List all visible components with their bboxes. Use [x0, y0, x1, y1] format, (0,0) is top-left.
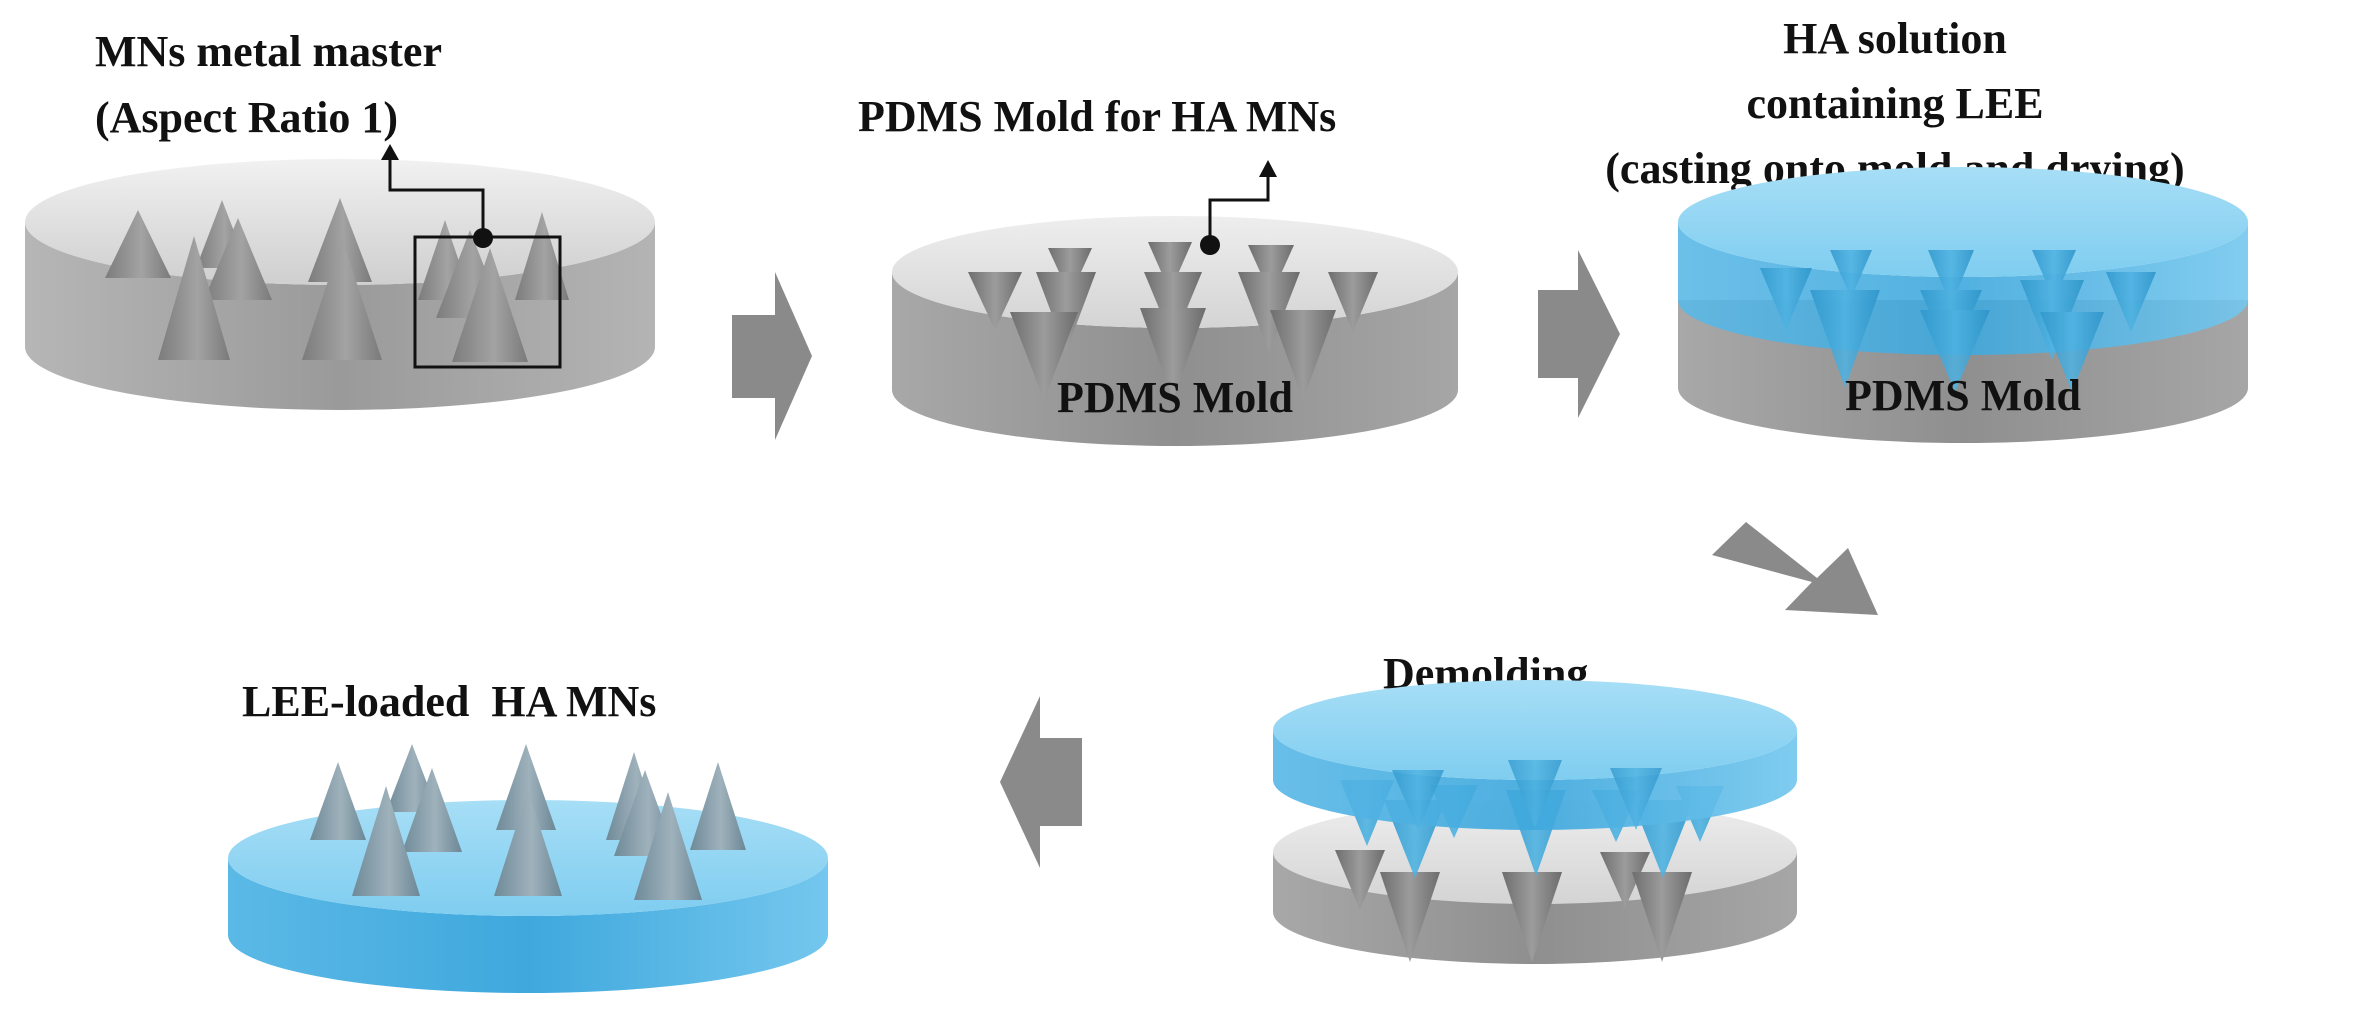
- filled-cavity: [1830, 250, 1872, 298]
- step-product: LEE-loaded HA MNs: [228, 677, 828, 993]
- filled-cavity: [1920, 310, 1990, 392]
- ha-layer-top: [1678, 167, 2248, 277]
- master-title-line2: (Aspect Ratio 1): [95, 93, 398, 142]
- ha-microneedle: [402, 768, 462, 852]
- casting-cavity-array: [1760, 250, 2156, 392]
- needle-cone: [302, 238, 382, 360]
- block-arrow-icon: [1000, 696, 1082, 868]
- product-needle-array: [310, 744, 746, 900]
- mold-cavity: [1140, 308, 1206, 400]
- mold-cavity: [1380, 872, 1440, 962]
- mold-cavity-array: [968, 242, 1378, 400]
- mold-cavity: [1632, 872, 1692, 962]
- step-ha-casting: HA solution containing LEE (casting onto…: [1605, 14, 2248, 443]
- step-pdms-mold: PDMS Mold for HA MNs PDMS Mold: [858, 92, 1458, 446]
- needle-cone: [158, 236, 230, 360]
- ha-microneedle: [690, 762, 746, 850]
- leader-line-icon: [1200, 160, 1277, 255]
- mold-cavity: [1600, 852, 1650, 908]
- mold-cavity: [1270, 310, 1336, 400]
- filled-cavity: [1928, 250, 1974, 306]
- mold-cavity: [1248, 245, 1294, 296]
- needle-cone: [105, 210, 171, 278]
- needle-cone: [308, 198, 372, 282]
- ha-needle: [1392, 770, 1444, 830]
- mold-cavity: [1010, 312, 1078, 400]
- mold-cavity: [1328, 272, 1378, 332]
- casting-title-line2: containing LEE: [1746, 79, 2043, 128]
- mold-cavity: [1148, 242, 1192, 292]
- mold-cavity: [1238, 272, 1300, 352]
- master-title-line1: MNs metal master: [95, 27, 442, 76]
- casting-base-label: PDMS Mold: [1845, 371, 2081, 420]
- ha-microneedle: [494, 790, 562, 896]
- ha-microneedle: [352, 786, 420, 896]
- product-title: LEE-loaded HA MNs: [242, 677, 656, 726]
- needle-cone: [452, 248, 528, 362]
- filled-cavity: [2106, 272, 2156, 332]
- ha-microneedle: [634, 792, 702, 900]
- ha-layer-side: [1678, 222, 2248, 355]
- filled-cavity: [2032, 250, 2076, 300]
- ha-microneedle: [310, 762, 366, 840]
- block-arrow-icon: [1538, 250, 1620, 418]
- casting-title-line1: HA solution: [1783, 14, 2007, 63]
- filled-cavity: [1760, 268, 1812, 330]
- mold-cavity: [1144, 272, 1202, 342]
- demold-ha-top: [1273, 680, 1797, 780]
- block-arrow-icon: [732, 272, 812, 440]
- mold-cavity: [1502, 872, 1562, 962]
- ha-microneedle: [496, 744, 556, 830]
- step-metal-master: MNs metal master (Aspect Ratio 1): [25, 27, 655, 410]
- leader-line-icon: [381, 144, 493, 248]
- demold-cavity-array: [1335, 850, 1692, 962]
- filled-cavity: [1810, 290, 1880, 388]
- needle-cone: [515, 212, 569, 300]
- demold-ha-needles-top: [1392, 760, 1662, 830]
- metal-needle-array: [105, 198, 569, 362]
- ha-needle: [1508, 760, 1562, 828]
- block-arrow-icon: [1712, 522, 1878, 615]
- mold-title: PDMS Mold for HA MNs: [858, 92, 1336, 141]
- mold-cavity: [968, 272, 1022, 330]
- filled-cavity: [2040, 312, 2104, 392]
- mold-cavity: [1335, 850, 1385, 910]
- needle-cone: [204, 218, 272, 300]
- product-disk-side: [228, 858, 828, 993]
- step-demolding: Demolding: [1273, 649, 1797, 964]
- ha-needle: [1610, 768, 1662, 830]
- mold-base-label: PDMS Mold: [1057, 373, 1293, 422]
